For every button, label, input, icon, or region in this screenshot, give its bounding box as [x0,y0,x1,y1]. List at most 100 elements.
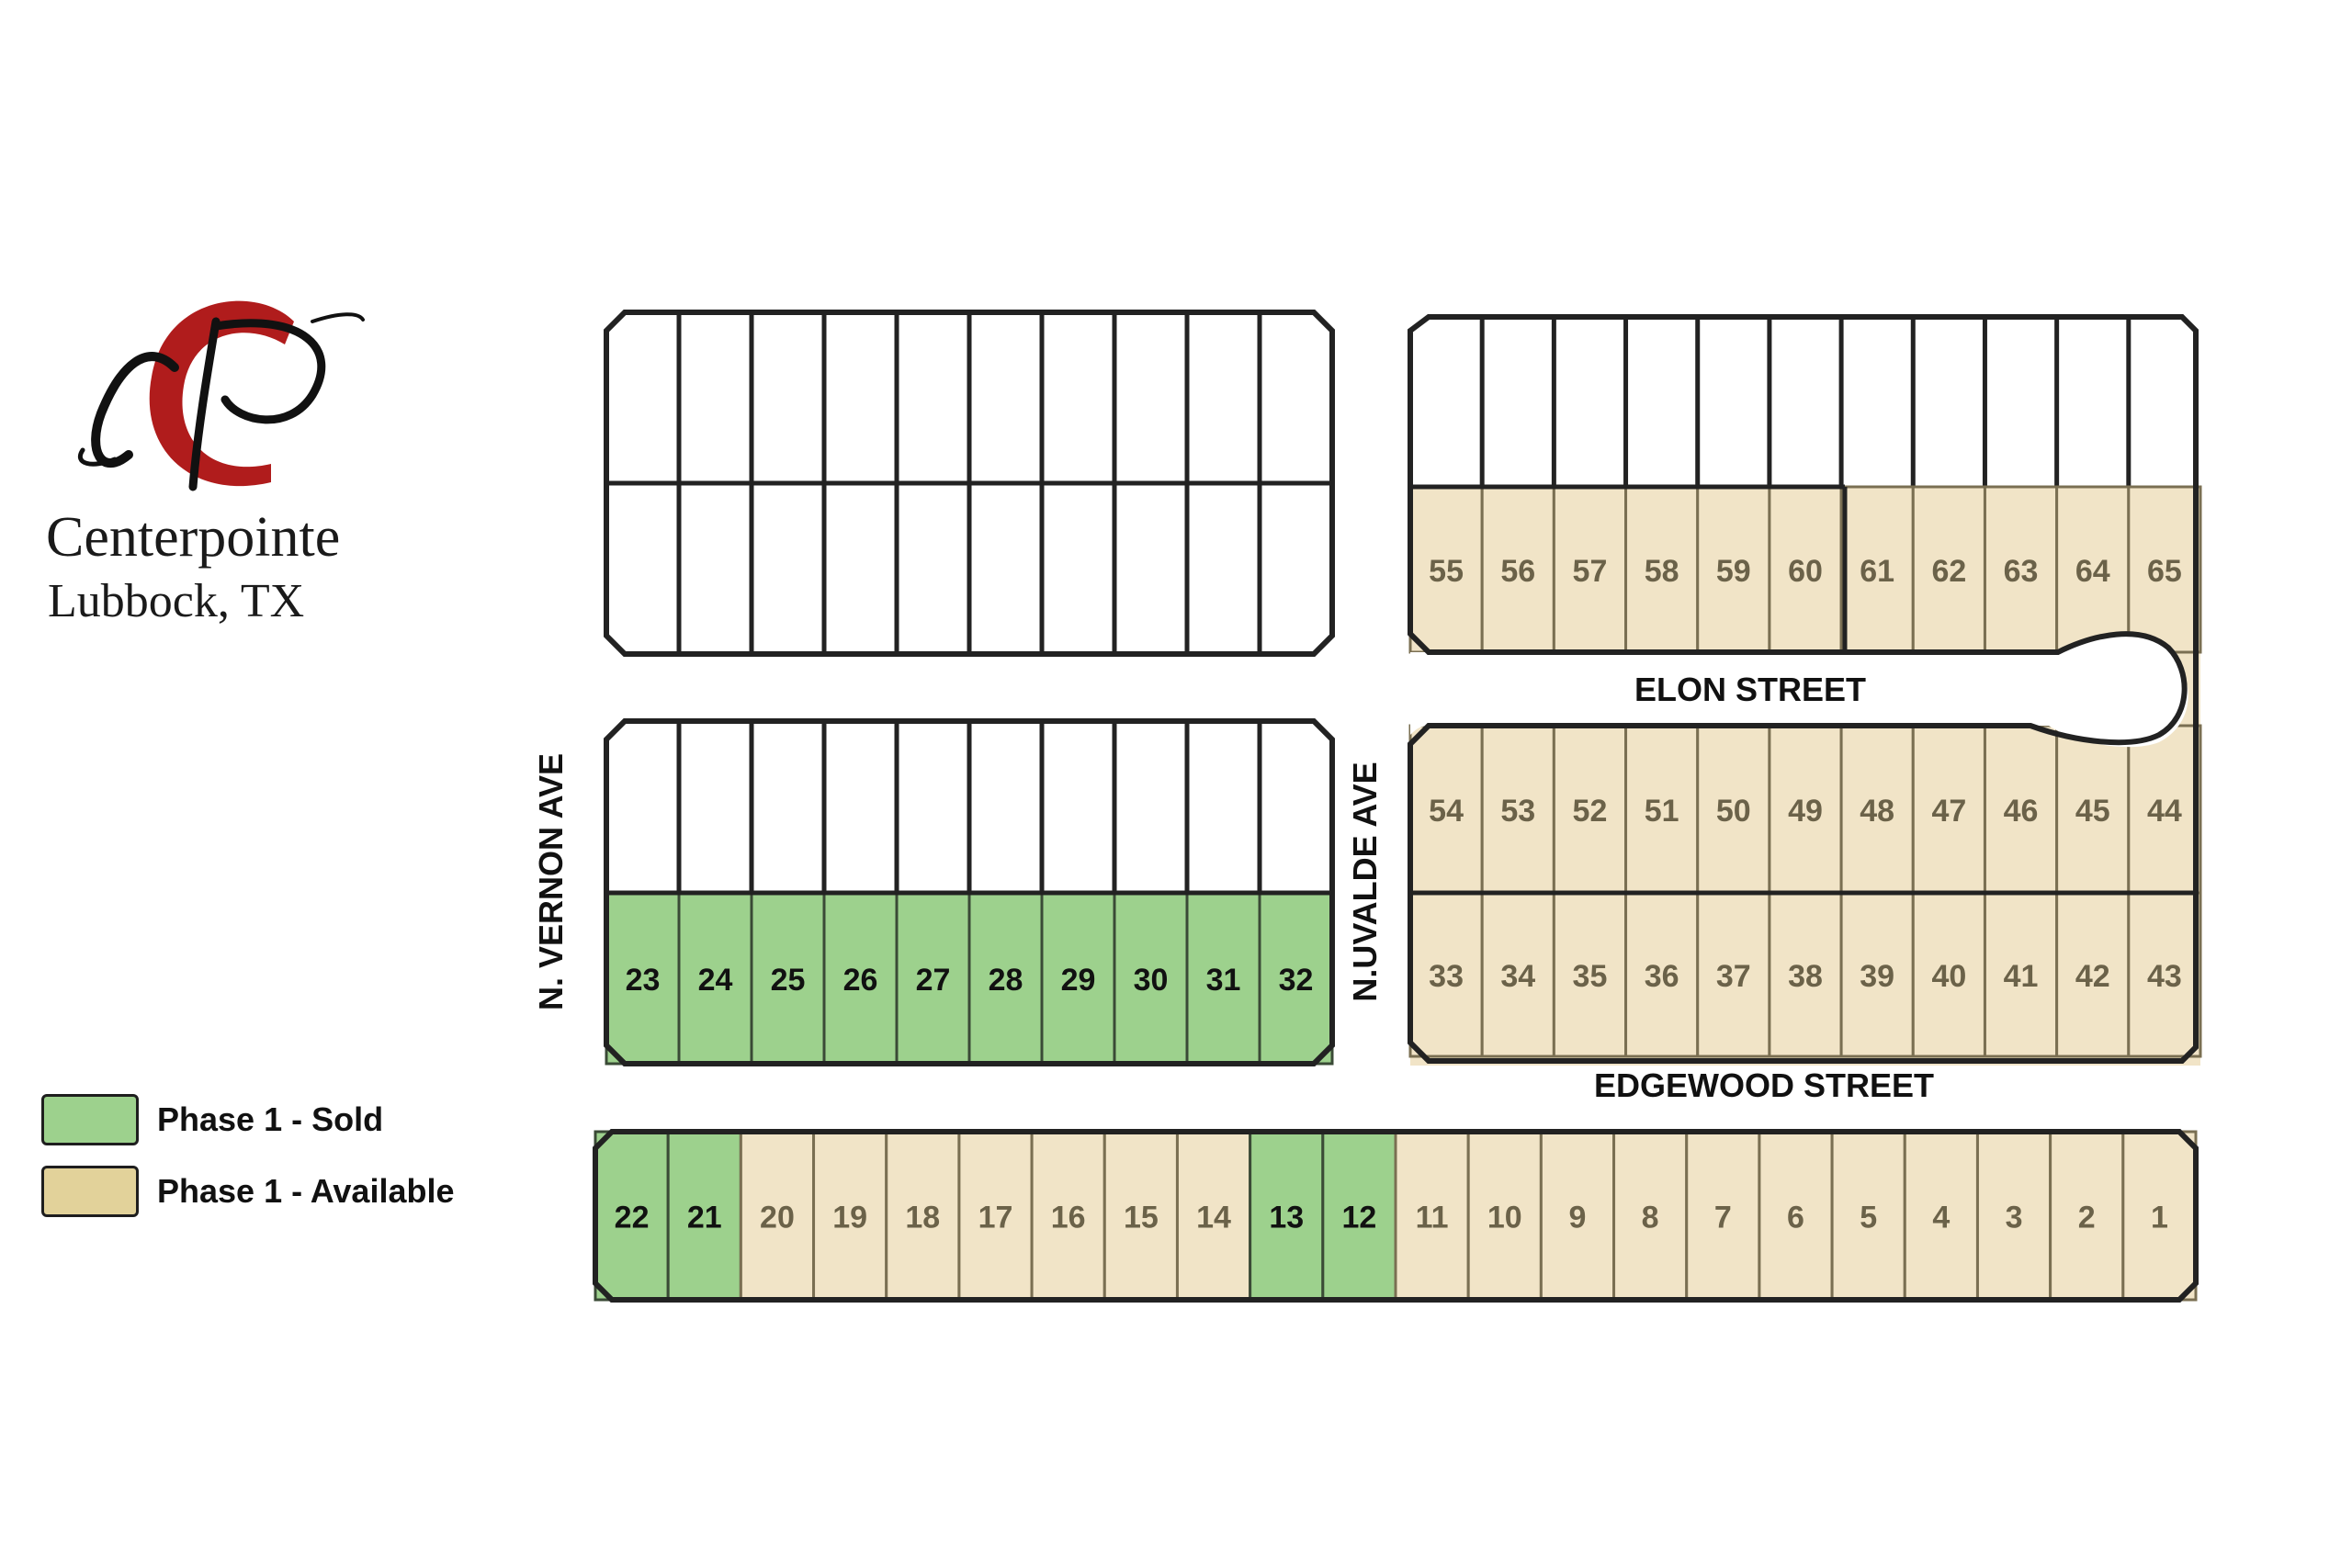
lot-20[interactable]: 20 [739,1130,816,1302]
street-label-uvalde: N.UVALDE AVE [1346,761,1384,1001]
lot-number: 28 [989,963,1023,998]
lot-6[interactable]: 6 [1758,1130,1834,1302]
lot-61[interactable]: 61 [1839,485,1915,654]
lot-34[interactable]: 34 [1480,891,1555,1058]
e-block-outline [1408,314,2199,1064]
lot-64[interactable]: 64 [2055,485,2131,654]
lot-number: 30 [1134,963,1169,998]
lot-number: 53 [1500,794,1535,829]
lot-26[interactable]: 26 [822,891,899,1066]
lot-24[interactable]: 24 [677,891,753,1066]
lot-number: 24 [698,963,733,998]
lot-21[interactable]: 21 [666,1130,742,1302]
lot-16[interactable]: 16 [1030,1130,1106,1302]
lot-12[interactable]: 12 [1321,1130,1397,1302]
lot-27[interactable]: 27 [895,891,971,1066]
lot-number: 49 [1788,794,1823,829]
lot-17[interactable]: 17 [957,1130,1034,1302]
lot-41[interactable]: 41 [1983,891,2059,1058]
lot-25[interactable]: 25 [750,891,826,1066]
lot-10[interactable]: 10 [1466,1130,1543,1302]
lot-number: 12 [1341,1201,1376,1235]
lot-number: 2 [2078,1201,2096,1235]
lot-65[interactable]: 65 [2127,485,2202,654]
lot-11[interactable]: 11 [1394,1130,1470,1302]
lot-43[interactable]: 43 [2127,891,2202,1058]
lot-49[interactable]: 49 [1768,724,1843,895]
lot-number: 57 [1573,554,1608,589]
lot-48[interactable]: 48 [1839,724,1915,895]
lot-13[interactable]: 13 [1249,1130,1325,1302]
lot-42[interactable]: 42 [2055,891,2131,1058]
lot-1[interactable]: 1 [2121,1130,2198,1302]
lot-14[interactable]: 14 [1175,1130,1252,1302]
lot-62[interactable]: 62 [1911,485,1986,654]
lot-number: 14 [1196,1201,1231,1235]
lot-47[interactable]: 47 [1911,724,1986,895]
lot-50[interactable]: 50 [1696,724,1771,895]
lot-22[interactable]: 22 [594,1130,670,1302]
lot-number: 52 [1573,794,1608,829]
lot-number: 64 [2075,554,2110,589]
lot-45[interactable]: 45 [2055,724,2131,895]
lot-37[interactable]: 37 [1696,891,1771,1058]
lot-39[interactable]: 39 [1839,891,1915,1058]
lot-4[interactable]: 4 [1903,1130,1979,1302]
lot-56[interactable]: 56 [1480,485,1555,654]
lot-9[interactable]: 9 [1539,1130,1616,1302]
lot-5[interactable]: 5 [1830,1130,1906,1302]
lot-number: 8 [1642,1201,1659,1235]
lot-number: 56 [1500,554,1535,589]
lot-number: 37 [1716,959,1751,994]
lot-32[interactable]: 32 [1258,891,1334,1066]
legend: Phase 1 - Sold Phase 1 - Available [41,1091,455,1235]
lot-60[interactable]: 60 [1768,485,1843,654]
lot-23[interactable]: 23 [605,891,681,1066]
lot-35[interactable]: 35 [1552,891,1628,1058]
lot-number: 58 [1645,554,1679,589]
lot-52[interactable]: 52 [1552,724,1628,895]
lot-36[interactable]: 36 [1624,891,1700,1058]
empty-lots-grid [606,312,2200,896]
lot-33[interactable]: 33 [1408,891,1484,1058]
legend-label-available: Phase 1 - Available [157,1172,455,1210]
lot-57[interactable]: 57 [1552,485,1628,654]
lot-54[interactable]: 54 [1408,724,1484,895]
lot-51[interactable]: 51 [1624,724,1700,895]
legend-item-available: Phase 1 - Available [41,1163,455,1220]
lot-53[interactable]: 53 [1480,724,1555,895]
lot-number: 33 [1429,959,1464,994]
lot-number: 45 [2075,794,2110,829]
lot-46[interactable]: 46 [1983,724,2059,895]
lot-number: 36 [1645,959,1679,994]
lot-3[interactable]: 3 [1975,1130,2052,1302]
lot-18[interactable]: 18 [885,1130,961,1302]
lot-15[interactable]: 15 [1102,1130,1179,1302]
lot-30[interactable]: 30 [1113,891,1189,1066]
lot-58[interactable]: 58 [1624,485,1700,654]
lot-number: 60 [1788,554,1823,589]
lot-8[interactable]: 8 [1612,1130,1689,1302]
lot-38[interactable]: 38 [1768,891,1843,1058]
lot-number: 39 [1860,959,1894,994]
lot-7[interactable]: 7 [1685,1130,1761,1302]
legend-label-sold: Phase 1 - Sold [157,1100,384,1138]
legend-swatch-available [41,1166,139,1217]
lot-55[interactable]: 55 [1408,485,1484,654]
lot-28[interactable]: 28 [967,891,1044,1066]
lot-63[interactable]: 63 [1983,485,2059,654]
lot-44[interactable]: 44 [2127,724,2202,895]
lot-number: 40 [1931,959,1966,994]
lot-29[interactable]: 29 [1040,891,1116,1066]
lot-40[interactable]: 40 [1911,891,1986,1058]
lot-2[interactable]: 2 [2049,1130,2125,1302]
elon-street-road [1410,632,2188,748]
lot-number: 23 [626,963,661,998]
lot-19[interactable]: 19 [812,1130,888,1302]
lot-59[interactable]: 59 [1696,485,1771,654]
lot-number: 16 [1051,1201,1086,1235]
lot-number: 15 [1124,1201,1159,1235]
lot-31[interactable]: 31 [1185,891,1261,1066]
